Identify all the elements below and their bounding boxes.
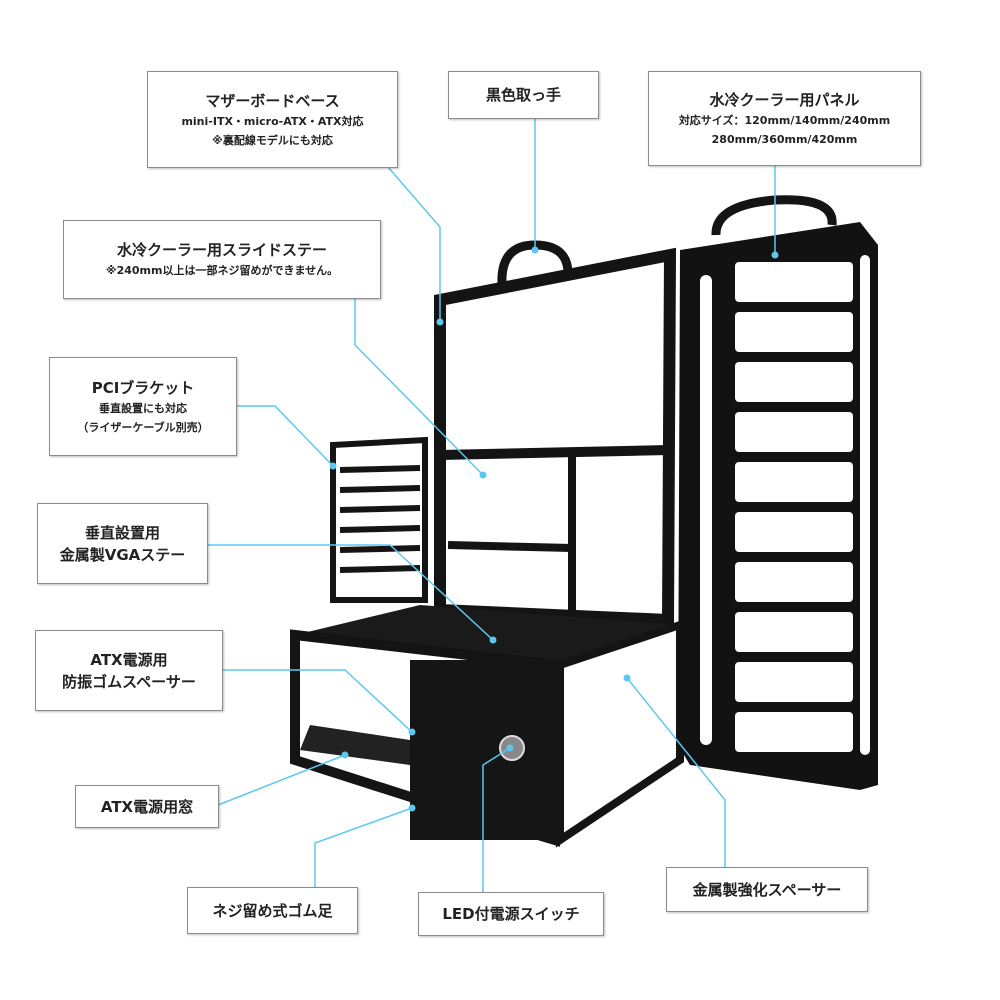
callout-psu-window: ATX電源用窓 xyxy=(75,785,219,828)
callout-power-switch: LED付電源スイッチ xyxy=(418,892,604,936)
callout-rubber-feet: ネジ留め式ゴム足 xyxy=(187,887,358,934)
callout-psu-spacer: ATX電源用 防振ゴムスペーサー xyxy=(35,630,223,711)
callout-text: ※裏配線モデルにも対応 xyxy=(212,133,333,147)
callout-title: マザーボードベース xyxy=(205,91,340,110)
leader-metal-spacer xyxy=(626,677,726,867)
callout-title: 黒色取っ手 xyxy=(485,86,561,104)
leader-psu-window xyxy=(217,754,346,806)
callout-slide-stay: 水冷クーラー用スライドステー ※240mm以上は一部ネジ留めができません。 xyxy=(63,220,381,299)
callout-title: ATX電源用 xyxy=(90,650,168,669)
callout-metal-spacer: 金属製強化スペーサー xyxy=(666,867,868,912)
callout-vga-stay: 垂直設置用 金属製VGAステー xyxy=(37,503,208,584)
callout-text: mini-ITX・micro-ATX・ATX対応 xyxy=(181,114,364,128)
callout-title: ネジ留め式ゴム足 xyxy=(212,901,333,920)
callout-text: ※240mm以上は一部ネジ留めができません。 xyxy=(105,264,339,277)
callout-text: 垂直設置にも対応 xyxy=(99,401,187,415)
callout-title-line2: 防振ゴムスペーサー xyxy=(62,672,196,691)
callout-title: 垂直設置用 xyxy=(84,523,160,542)
psu-box xyxy=(410,660,560,840)
callout-motherboard-base: マザーボードベース mini-ITX・micro-ATX・ATX対応 ※裏配線モ… xyxy=(147,71,398,168)
leader-power-switch xyxy=(482,747,511,892)
callout-cooler-panel: 水冷クーラー用パネル 対応サイズ：120mm/140mm/240mm 280mm… xyxy=(648,71,921,166)
callout-title: 金属製強化スペーサー xyxy=(692,880,842,899)
callout-text: 280mm/360mm/420mm xyxy=(711,132,858,146)
callout-pci-bracket: PCIブラケット 垂直設置にも対応 （ライザーケーブル別売） xyxy=(49,357,237,456)
leader-slide-stay xyxy=(354,298,484,476)
leader-vga-stay xyxy=(207,544,494,641)
leader-pci-bracket xyxy=(236,405,334,467)
callout-title: 水冷クーラー用スライドステー xyxy=(116,241,327,259)
leader-psu-spacer xyxy=(222,669,413,733)
callout-title: ATX電源用窓 xyxy=(100,797,194,816)
leader-motherboard-base xyxy=(387,166,441,322)
callout-title: LED付電源スイッチ xyxy=(442,905,580,923)
callout-text: （ライザーケーブル別売） xyxy=(77,420,209,434)
open-frame-case xyxy=(330,240,677,627)
callout-handle: 黒色取っ手 xyxy=(448,71,599,119)
leader-rubber-feet xyxy=(314,807,413,887)
callout-text: 対応サイズ：120mm/140mm/240mm xyxy=(678,113,891,127)
callout-title-line2: 金属製VGAステー xyxy=(59,545,186,564)
callout-title: 水冷クーラー用パネル xyxy=(709,90,860,109)
callout-title: PCIブラケット xyxy=(91,378,195,397)
